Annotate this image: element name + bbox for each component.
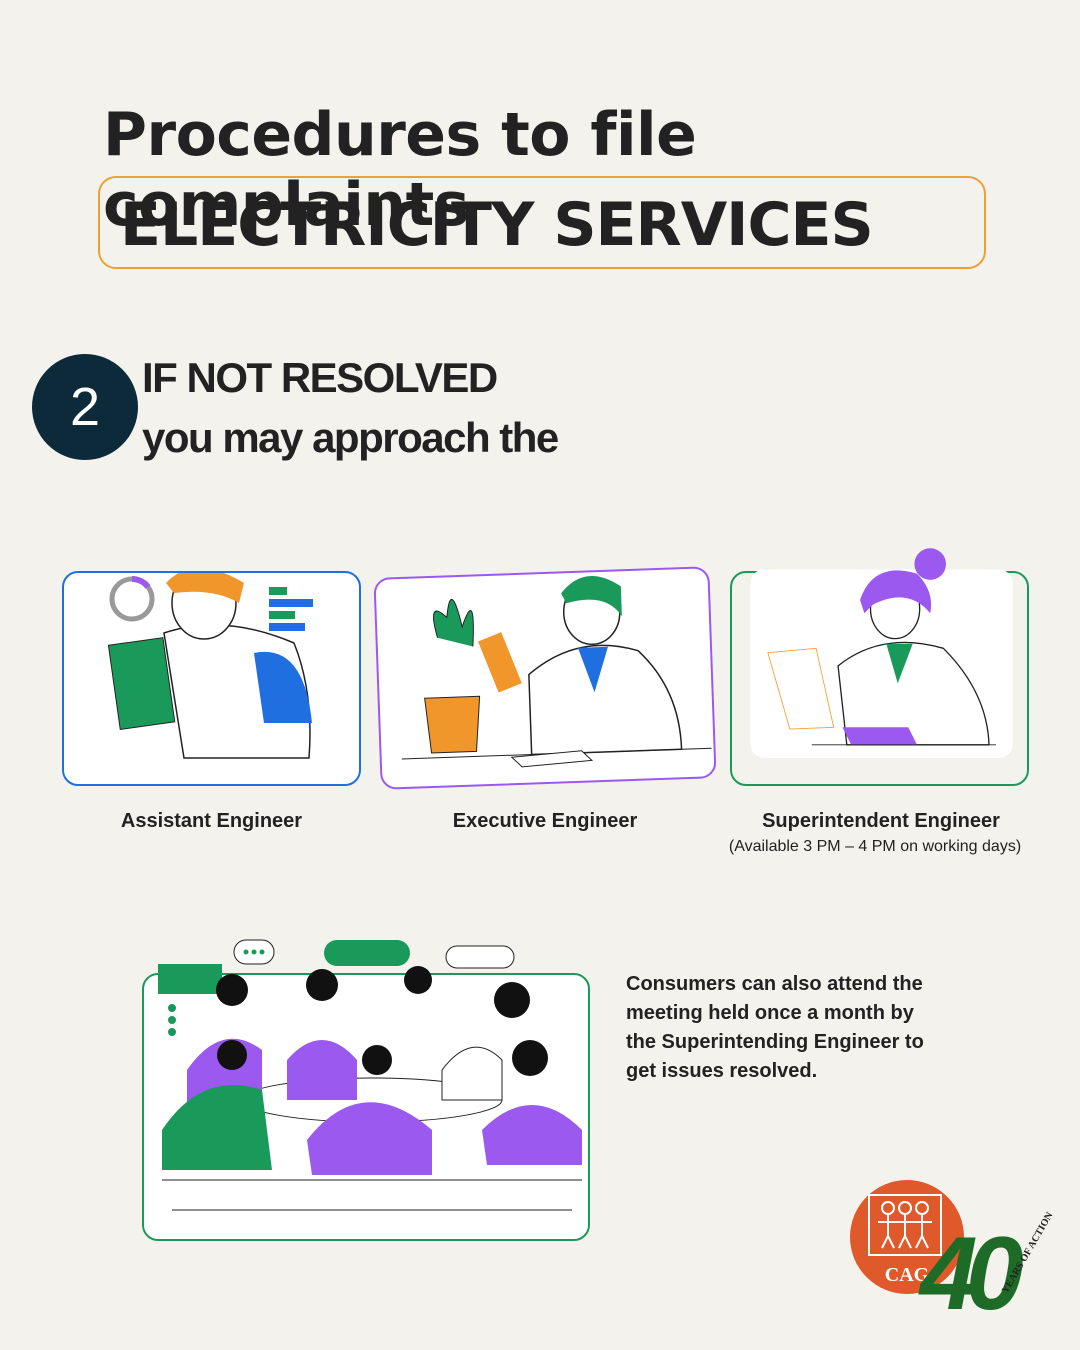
stick-figures-icon	[868, 1194, 942, 1256]
step-heading: IF NOT RESOLVED	[142, 354, 498, 401]
step-subheading: you may approach the	[142, 414, 559, 461]
cag-logo-text: CAG	[884, 1264, 930, 1286]
superintendent-engineer-illustration	[730, 548, 1029, 786]
executive-engineer-illustration	[373, 566, 717, 790]
availability-note: (Available 3 PM – 4 PM on working days)	[728, 838, 1022, 855]
anniversary-number: 40	[920, 1216, 1024, 1332]
group-meeting-icon	[158, 939, 582, 1211]
cag-logo: CAG	[850, 1180, 964, 1294]
man-reading-tablet-icon	[107, 573, 313, 759]
executive-engineer-label: Executive Engineer	[452, 810, 638, 832]
subtitle-frame	[98, 176, 986, 269]
man-signing-document-icon	[401, 575, 712, 768]
meeting-info-text: Consumers can also attend the meeting he…	[626, 973, 924, 1082]
page-subtitle: ELECTRICITY SERVICES	[120, 190, 874, 260]
woman-reading-paper-icon	[750, 548, 1013, 758]
assistant-engineer-label: Assistant Engineer	[120, 810, 303, 832]
page-title: Procedures to file complaints	[103, 100, 697, 240]
step-number-badge: 2	[32, 354, 138, 460]
superintendent-engineer-label: Superintendent Engineer	[762, 810, 1000, 832]
assistant-engineer-illustration	[62, 571, 361, 786]
